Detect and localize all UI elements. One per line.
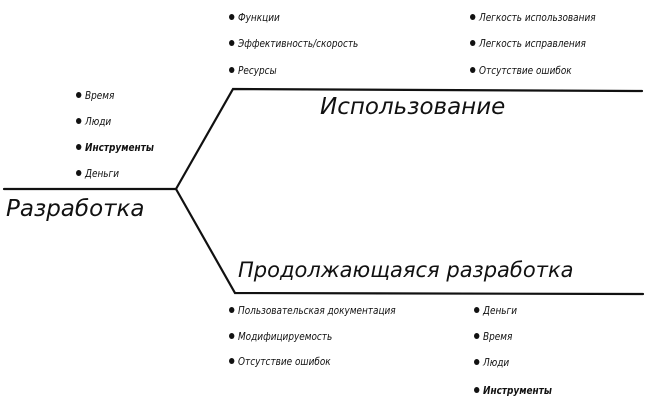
bullet-icon	[474, 333, 480, 339]
item-label: Инструменты	[85, 141, 154, 154]
bullet-icon	[76, 118, 82, 124]
bullet-icon	[229, 14, 235, 20]
use-col2-item: Легкость исправления	[470, 37, 586, 50]
use-branch-line	[174, 87, 644, 191]
maint-col2-item: Люди	[474, 356, 509, 369]
item-label: Время	[483, 330, 513, 343]
left-resource-item: Деньги	[76, 167, 119, 180]
left-resource-item: Время	[76, 89, 114, 102]
bullet-icon	[474, 307, 480, 313]
bullet-icon	[474, 387, 480, 393]
item-label: Легкость использования	[479, 11, 596, 24]
item-label: Функции	[238, 11, 280, 24]
item-label: Люди	[483, 356, 510, 369]
bullet-icon	[76, 144, 82, 150]
use-col1-item: Функции	[229, 11, 280, 24]
bullet-icon	[474, 359, 480, 365]
item-label: Ресурсы	[238, 64, 277, 77]
maint-col1-item: Модифицируемость	[229, 330, 332, 343]
item-label: Деньги	[85, 167, 119, 180]
left-resource-item: Люди	[76, 115, 111, 128]
maint-col1-item: Отсутствие ошибок	[229, 355, 331, 368]
use-col2-item: Легкость использования	[470, 11, 596, 24]
bullet-icon	[229, 40, 235, 46]
bullet-icon	[229, 358, 235, 364]
item-label: Пользовательская документация	[238, 304, 396, 317]
left-resource-item: Инструменты	[76, 141, 154, 154]
maint-branch-line	[174, 187, 645, 296]
use-branch-label: Использование	[320, 94, 506, 120]
item-label: Время	[85, 89, 115, 102]
item-label: Легкость исправления	[479, 37, 586, 50]
maint-col2-item: Деньги	[474, 304, 517, 317]
item-label: Инструменты	[483, 384, 552, 397]
bullet-icon	[470, 67, 476, 73]
bullet-icon	[229, 333, 235, 339]
bullet-icon	[229, 307, 235, 313]
bullet-icon	[76, 92, 82, 98]
item-label: Отсутствие ошибок	[479, 64, 572, 77]
use-col2-item: Отсутствие ошибок	[470, 64, 572, 77]
maint-col1-item: Пользовательская документация	[229, 304, 396, 317]
maint-branch-label: Продолжающаяся разработка	[238, 258, 574, 282]
item-label: Люди	[85, 115, 112, 128]
bullet-icon	[470, 40, 476, 46]
bullet-icon	[470, 14, 476, 20]
item-label: Деньги	[483, 304, 517, 317]
item-label: Модифицируемость	[238, 330, 333, 343]
bullet-icon	[76, 170, 82, 176]
use-col1-item: Эффективность/скорость	[229, 37, 358, 50]
maint-col2-item: Инструменты	[474, 384, 552, 397]
maint-col2-item: Время	[474, 330, 512, 343]
item-label: Эффективность/скорость	[238, 37, 359, 50]
use-col1-item: Ресурсы	[229, 64, 277, 77]
item-label: Отсутствие ошибок	[238, 355, 331, 368]
bullet-icon	[229, 67, 235, 73]
root-label: Разработка	[6, 196, 145, 222]
